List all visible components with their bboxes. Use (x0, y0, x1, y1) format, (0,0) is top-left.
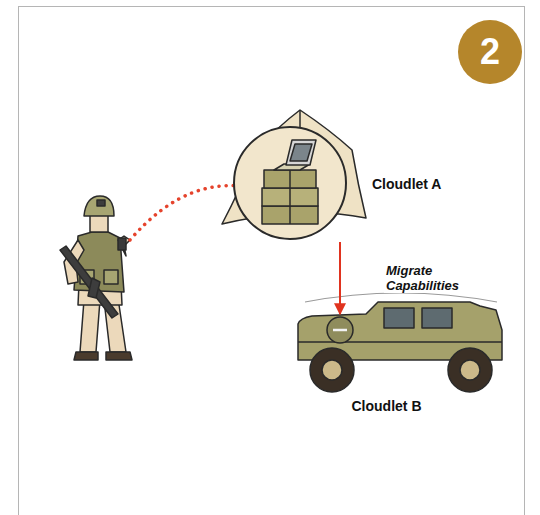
server-closeup (234, 127, 346, 239)
node-label: Cloudlet B (285, 398, 488, 415)
node-label: Cloudlet A (372, 176, 441, 193)
panel-border (19, 7, 525, 515)
callout-holder: 2 (458, 20, 522, 84)
antenna-wire (305, 293, 497, 302)
migration-arrow (339, 242, 341, 314)
cloudlet-vehicle: Cloudlet B (285, 314, 488, 420)
edge-label: Migrate Capabilities (384, 263, 480, 293)
callout-number: 2 (480, 32, 500, 72)
callout-circle (458, 20, 522, 84)
vehicle-humvee (298, 302, 502, 392)
soldier-figure (60, 196, 132, 360)
edge-label-holder: Migrate Capabilities (384, 263, 480, 294)
cloudlet-tent: Cloudlet A (222, 110, 450, 242)
